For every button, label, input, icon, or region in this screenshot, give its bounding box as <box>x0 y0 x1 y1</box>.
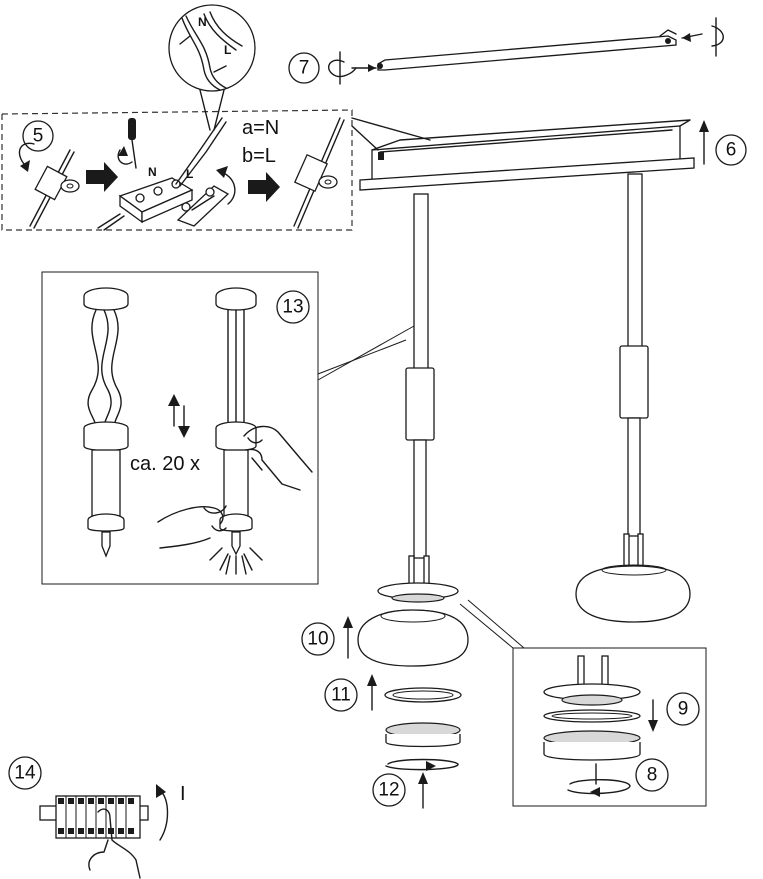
svg-text:10: 10 <box>307 629 328 650</box>
glass-shade-left <box>357 609 469 667</box>
rotate-arrow-right-icon <box>681 17 724 57</box>
glass-shade-right <box>575 564 691 623</box>
clamp-plate <box>176 166 236 227</box>
svg-text:b=L: b=L <box>242 145 276 167</box>
svg-text:N: N <box>198 15 207 29</box>
terminal-block: N L <box>97 117 227 231</box>
svg-text:11: 11 <box>331 685 351 706</box>
rod-twisted-cables <box>83 287 129 558</box>
step-13-marker: 13 <box>276 290 310 324</box>
lamp-holder-plate <box>377 582 459 603</box>
strain-relief-clamp <box>18 142 80 229</box>
svg-text:L: L <box>224 43 231 57</box>
step-6-marker: 6 <box>715 134 747 166</box>
step-5-marker: 5 <box>22 120 54 152</box>
svg-text:5: 5 <box>33 126 44 147</box>
hand-icon <box>88 808 141 879</box>
step-8-marker: 8 <box>635 758 669 792</box>
svg-text:6: 6 <box>726 140 737 161</box>
svg-text:7: 7 <box>299 58 310 79</box>
svg-text:9: 9 <box>678 699 689 720</box>
lift-arrow-icon <box>418 772 428 809</box>
switch-on-arrow-icon: I <box>156 783 186 841</box>
mounting-bracket <box>377 29 677 71</box>
ceiling-canopy <box>359 119 695 191</box>
step-9-marker: 9 <box>666 692 700 726</box>
step-7-marker: 7 <box>288 52 320 84</box>
svg-text:12: 12 <box>378 780 399 801</box>
rod-left <box>405 193 435 591</box>
hand-icon <box>157 505 227 549</box>
svg-text:8: 8 <box>647 765 658 786</box>
step-14-marker: 14 <box>8 756 42 790</box>
screwdriver-icon <box>117 118 137 169</box>
step-10-marker: 10 <box>301 622 335 656</box>
svg-text:I: I <box>180 783 186 805</box>
svg-text:14: 14 <box>14 763 36 784</box>
wire-label-text: a=N b=L <box>242 117 279 167</box>
lift-arrow-icon <box>699 120 709 165</box>
arrow-right-icon <box>248 172 280 202</box>
hand-icon <box>243 425 313 491</box>
down-arrow-icon <box>648 699 658 732</box>
rod-straight-cables <box>215 287 257 556</box>
wiring-panel <box>1 109 431 231</box>
light-burst-icon <box>209 547 263 575</box>
step-11-marker: 11 <box>324 678 358 712</box>
rod-right <box>619 173 649 567</box>
svg-text:N: N <box>148 165 157 179</box>
screw-turn-arrow-icon <box>385 758 459 771</box>
lift-arrow-icon <box>367 674 377 711</box>
rotate-arrow-left-icon <box>328 51 377 85</box>
threaded-ring <box>385 722 461 748</box>
wire-callout: N L <box>168 4 256 131</box>
step-12-marker: 12 <box>372 773 406 807</box>
strain-relief-assembled <box>293 117 345 229</box>
detail-panel <box>459 599 707 807</box>
svg-text:13: 13 <box>282 297 303 318</box>
svg-text:a=N: a=N <box>242 117 279 139</box>
breaker-panel <box>39 795 149 839</box>
svg-text:ca. 20 x: ca. 20 x <box>130 453 200 475</box>
arrow-right-icon <box>86 162 118 192</box>
repeat-text: ca. 20 x <box>130 453 200 475</box>
up-down-arrow-icon <box>168 394 190 438</box>
lift-arrow-icon <box>343 616 353 659</box>
cable-adjust-panel <box>41 271 415 585</box>
sealing-ring <box>384 687 462 703</box>
unscrew-arrow-icon <box>567 763 631 797</box>
